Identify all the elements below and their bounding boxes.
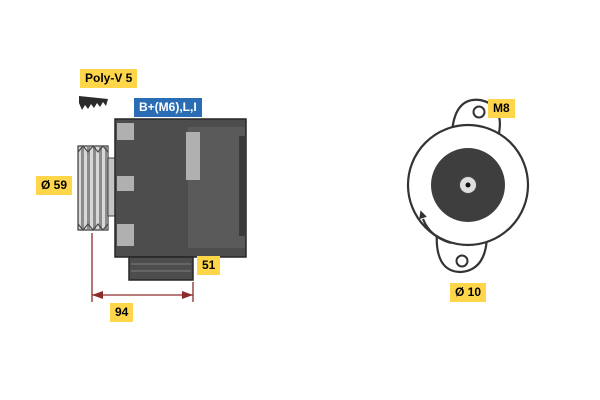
poly-v-belt-profile-icon: [79, 96, 108, 110]
belt-type-label: Poly-V 5: [80, 69, 138, 88]
bolt-hole-bottom: [455, 254, 469, 268]
dimension-94: [91, 233, 194, 302]
thread-size-label: M8: [488, 99, 515, 118]
foot-dimension-label: 51: [197, 256, 221, 275]
bolt-hole-top: [472, 105, 486, 119]
alternator-side-view: [77, 96, 247, 302]
counterclockwise-rotation-arrow-icon: [419, 210, 452, 245]
terminal-designation-label: B+(M6),L,I: [134, 98, 202, 117]
alternator-body: [114, 118, 247, 258]
alternator-rear-view: [406, 98, 530, 274]
hole-diameter-label: Ø 10: [450, 283, 487, 302]
mounting-foot: [128, 256, 194, 281]
pulley: [77, 145, 116, 231]
length-dimension-label: 94: [110, 303, 134, 322]
pulley-diameter-label: Ø 59: [36, 176, 73, 195]
shaft-center: [465, 182, 471, 188]
